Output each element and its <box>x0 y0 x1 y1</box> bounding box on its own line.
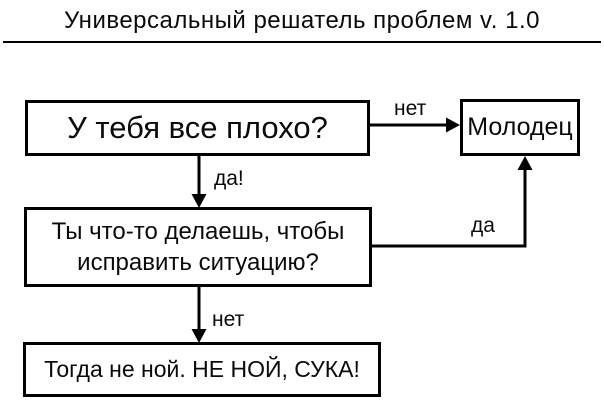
arrow-no-head-icon <box>446 117 460 133</box>
edge-label-yes-side: да <box>471 214 495 237</box>
arrow-yes-head-icon <box>191 194 207 208</box>
edge-label-no-bottom: нет <box>212 308 245 331</box>
result-box-good-job: Молодец <box>460 99 580 156</box>
result-good-text: Молодец <box>467 113 573 141</box>
edge-label-no-top: нет <box>394 97 427 120</box>
edge-label-yes-top: да! <box>214 167 244 190</box>
result-box-dont-whine: Тогда не ной. НЕ НОЙ, СУКА! <box>23 342 381 397</box>
title-divider <box>3 41 601 43</box>
page-title: Универсальный решатель проблем v. 1.0 <box>64 7 540 34</box>
question-box-everything-bad: У тебя все плохо? <box>25 100 370 156</box>
arrow-yes-side-line <box>372 168 527 248</box>
question-1-text: У тебя все плохо? <box>67 110 328 145</box>
arrow-yes-side-head-icon <box>517 156 533 170</box>
question-box-doing-something: Ты что-то делаешь, чтобы исправить ситуа… <box>24 207 372 287</box>
question-2-text: Ты что-то делаешь, чтобы исправить ситуа… <box>51 217 345 276</box>
arrow-no-bottom-head-icon <box>191 329 207 343</box>
result-bad-text: Тогда не ной. НЕ НОЙ, СУКА! <box>44 356 360 382</box>
